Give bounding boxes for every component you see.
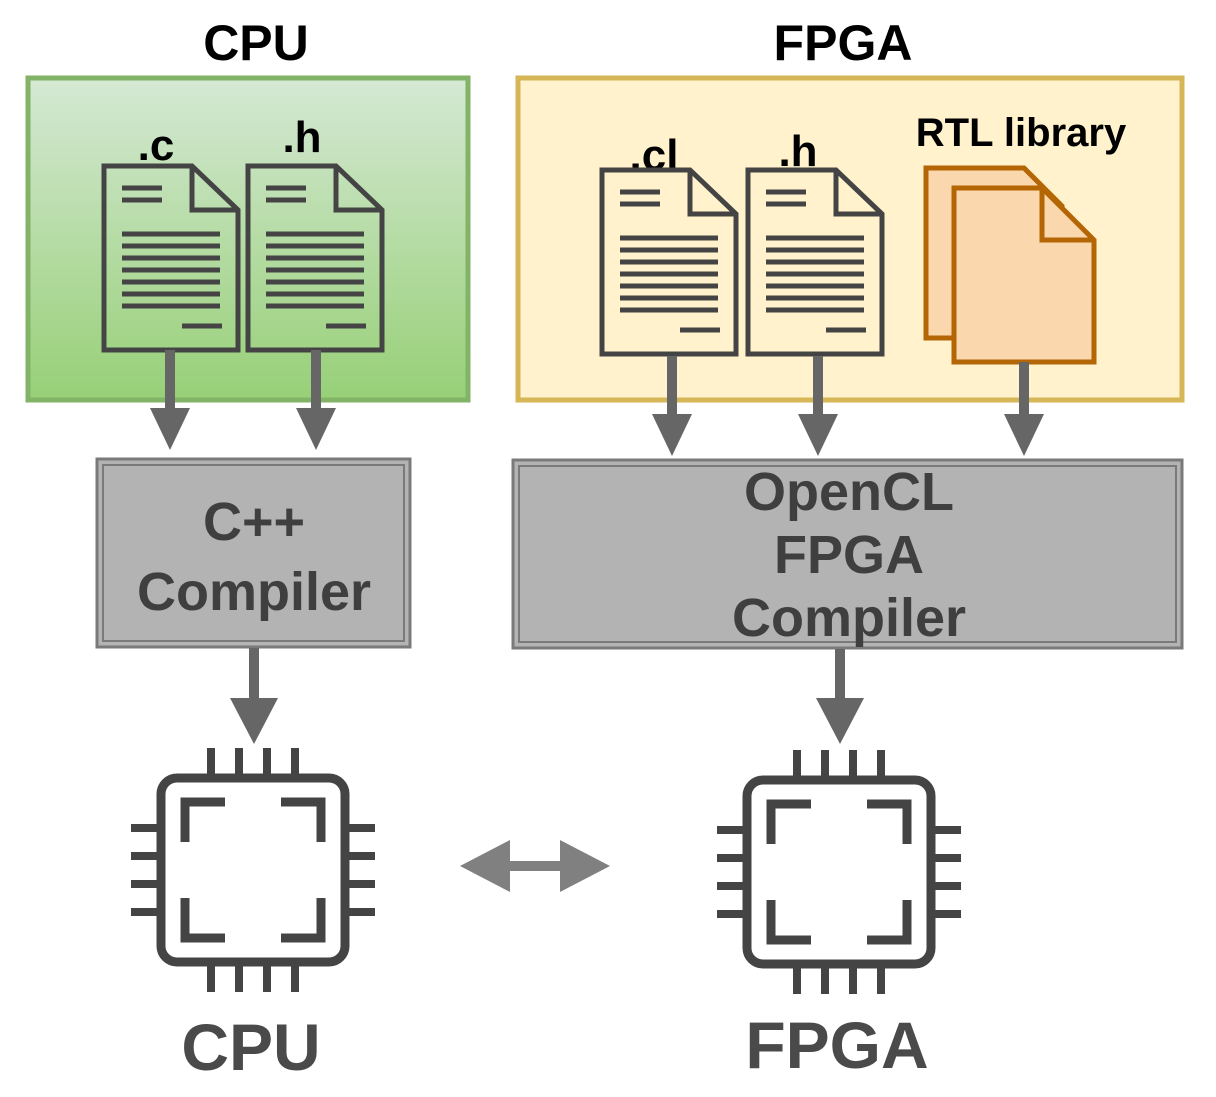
cpp-compiler-line-2: Compiler xyxy=(137,562,371,622)
cpp-compiler-box xyxy=(95,457,412,649)
cpu-fpga-link-arrow xyxy=(460,840,610,892)
c-file-label: .c xyxy=(138,121,175,170)
opencl-compiler-line-3: Compiler xyxy=(732,588,966,648)
fpga-chip-icon xyxy=(717,750,961,994)
cpp-compiler-line-1: C++ xyxy=(203,492,305,552)
cpu-h-file-label: .h xyxy=(282,113,321,162)
opencl-compiler-line-1: OpenCL xyxy=(744,462,954,522)
cl-file-label: .cl xyxy=(630,131,679,180)
rtl-library-icon xyxy=(923,165,1097,365)
cpu-chip-icon xyxy=(131,748,375,992)
rtl-library-label: RTL library xyxy=(916,111,1127,155)
cpu-section-title: CPU xyxy=(203,15,309,71)
fpga-chip-label: FPGA xyxy=(745,1008,928,1082)
opencl-compiler-line-2: FPGA xyxy=(774,525,924,585)
cpu-chip-label: CPU xyxy=(181,1010,320,1084)
source-to-compiler-arrows xyxy=(150,350,1044,456)
fpga-section-title: FPGA xyxy=(774,15,913,71)
opencl-compiler-box xyxy=(511,458,1184,650)
compiler-to-chip-arrows xyxy=(230,648,864,744)
